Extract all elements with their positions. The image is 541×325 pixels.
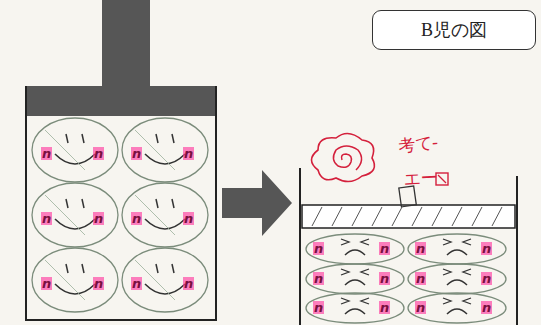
squashed-face [306, 234, 404, 264]
plunger-plate [302, 205, 515, 228]
squashed-face [306, 293, 404, 323]
particle-mark: n [131, 147, 142, 160]
particle-mark: n [415, 242, 426, 255]
happy-face [32, 248, 118, 312]
particle-mark: n [183, 147, 194, 160]
happy-face [122, 183, 208, 247]
particle-mark: n [415, 272, 426, 285]
handwritten-note: エー [404, 169, 439, 188]
particle-mark: n [379, 242, 390, 255]
plunger-rod [102, 0, 150, 88]
squashed-face [306, 264, 404, 294]
particle-mark: n [481, 242, 492, 255]
small-knob [399, 186, 416, 207]
particle-mark: n [93, 212, 104, 225]
particle-mark: n [131, 277, 142, 290]
particle-mark: n [41, 212, 52, 225]
happy-face [122, 118, 208, 182]
cylinder-wall [300, 168, 517, 325]
block-arrow [222, 170, 292, 236]
particle-mark: n [313, 242, 324, 255]
particle-mark: n [481, 301, 492, 314]
particle-mark: n [183, 277, 194, 290]
swirl [333, 146, 361, 170]
particle-mark: n [183, 212, 194, 225]
cylinder-wall [26, 86, 216, 320]
happy-face [32, 183, 118, 247]
squashed-face [408, 234, 506, 264]
plunger-plate [26, 86, 216, 116]
particle-mark: n [379, 301, 390, 314]
happy-face [122, 248, 208, 312]
red-box-mark [438, 175, 446, 183]
particle-mark: n [313, 272, 324, 285]
squashed-face [408, 293, 506, 323]
title-text: B児の図 [421, 18, 487, 42]
particle-mark: n [93, 147, 104, 160]
particle-mark: n [93, 277, 104, 290]
squashed-face [408, 264, 506, 294]
particle-mark: n [313, 301, 324, 314]
handwritten-note: 考て- [397, 134, 439, 155]
particle-mark: n [379, 272, 390, 285]
plate-hatch [312, 207, 502, 226]
title-box: B児の図 [372, 10, 536, 50]
particle-mark: n [41, 277, 52, 290]
happy-face [32, 118, 118, 182]
particle-mark: n [131, 212, 142, 225]
particle-mark: n [481, 272, 492, 285]
particle-mark: n [41, 147, 52, 160]
particle-mark: n [415, 301, 426, 314]
thought-cloud [312, 133, 375, 181]
